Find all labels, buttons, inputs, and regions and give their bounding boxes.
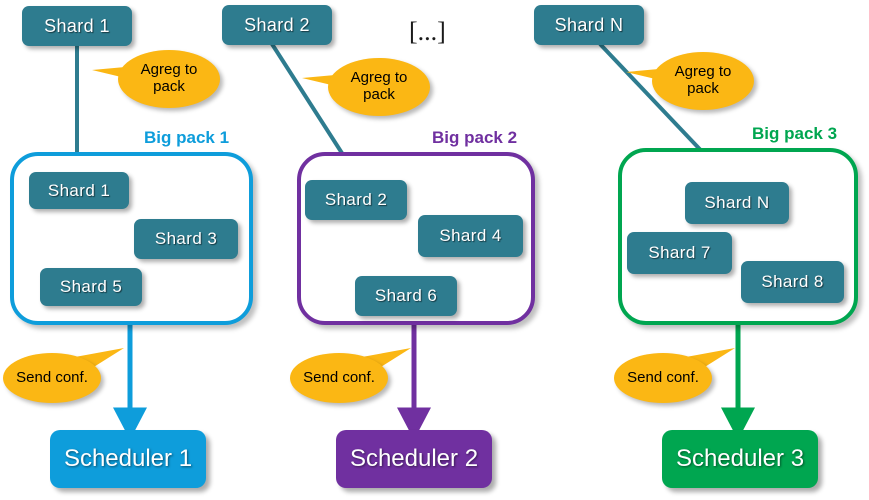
pack-1-shard-3-label: Shard 3 bbox=[154, 229, 218, 248]
pack-2-label: Big pack 2 bbox=[432, 128, 518, 147]
pack-2-shard-2[interactable]: Shard 2 bbox=[305, 180, 407, 220]
pack-3-shard-n-label: Shard N bbox=[704, 193, 770, 212]
pack-1-shard-5-label: Shard 5 bbox=[59, 277, 123, 296]
pack-3-label: Big pack 3 bbox=[752, 124, 838, 143]
agreg-callout-2-line1: Agreg to bbox=[350, 69, 408, 87]
ellipsis-marker: [...] bbox=[409, 17, 446, 46]
pack-2-shard-6[interactable]: Shard 6 bbox=[355, 276, 457, 316]
send-callout-1-label: Send conf. bbox=[16, 368, 88, 386]
agreg-callout-3: Agreg to pack bbox=[624, 52, 754, 112]
send-callout-3-label: Send conf. bbox=[627, 368, 699, 386]
pack-3-shard-8-label: Shard 8 bbox=[761, 272, 824, 291]
pack-3-shard-7-label: Shard 7 bbox=[648, 243, 711, 262]
send-callout-2-bubble: Send conf. bbox=[290, 353, 388, 403]
pack-1-label: Big pack 1 bbox=[144, 128, 230, 147]
pack-1-shard-1[interactable]: Shard 1 bbox=[29, 172, 129, 209]
send-callout-1: Send conf. bbox=[3, 345, 128, 405]
scheduler-2[interactable]: Scheduler 2 bbox=[336, 430, 492, 488]
pack-2-shard-4[interactable]: Shard 4 bbox=[418, 215, 523, 257]
top-shard-n[interactable]: Shard N bbox=[534, 5, 644, 45]
scheduler-3-label: Scheduler 3 bbox=[675, 445, 805, 472]
agreg-callout-3-bubble: Agreg to pack bbox=[652, 52, 754, 110]
top-shard-2[interactable]: Shard 2 bbox=[222, 5, 332, 45]
send-callout-2-label: Send conf. bbox=[303, 368, 375, 386]
send-callout-3: Send conf. bbox=[614, 345, 739, 405]
top-shard-1[interactable]: Shard 1 bbox=[22, 6, 132, 46]
send-callout-2: Send conf. bbox=[290, 345, 415, 405]
top-shard-n-label: Shard N bbox=[554, 14, 624, 35]
agreg-callout-1-line1: Agreg to bbox=[140, 61, 198, 79]
pack-3-shard-n[interactable]: Shard N bbox=[685, 182, 789, 224]
agreg-callout-2-bubble: Agreg to pack bbox=[328, 58, 430, 116]
scheduler-1[interactable]: Scheduler 1 bbox=[50, 430, 206, 488]
pack-2-shard-2-label: Shard 2 bbox=[324, 190, 388, 209]
pack-1-shard-5[interactable]: Shard 5 bbox=[40, 268, 142, 306]
pack-1-shard-1-label: Shard 1 bbox=[47, 180, 111, 200]
top-shard-1-label: Shard 1 bbox=[44, 15, 110, 36]
agreg-callout-3-line2: pack bbox=[687, 80, 719, 97]
pack-3-shard-8[interactable]: Shard 8 bbox=[741, 261, 844, 303]
scheduler-2-label: Scheduler 2 bbox=[349, 445, 479, 472]
agreg-callout-1-line2: pack bbox=[153, 78, 185, 95]
scheduler-1-label: Scheduler 1 bbox=[63, 445, 193, 472]
pack-1-shard-3[interactable]: Shard 3 bbox=[134, 219, 238, 259]
pack-2-shard-6-label: Shard 6 bbox=[374, 286, 438, 305]
send-callout-1-bubble: Send conf. bbox=[3, 353, 101, 403]
agreg-callout-2-line2: pack bbox=[363, 86, 395, 103]
agreg-callout-1-bubble: Agreg to pack bbox=[118, 50, 220, 108]
agreg-callout-1: Agreg to pack bbox=[90, 50, 220, 110]
pack-3-shard-7[interactable]: Shard 7 bbox=[627, 232, 732, 274]
top-shard-2-label: Shard 2 bbox=[244, 14, 310, 35]
agreg-callout-2: Agreg to pack bbox=[300, 58, 430, 118]
pack-2-shard-4-label: Shard 4 bbox=[439, 226, 502, 245]
send-callout-3-bubble: Send conf. bbox=[614, 353, 712, 403]
agreg-callout-3-line1: Agreg to bbox=[674, 63, 732, 81]
scheduler-3[interactable]: Scheduler 3 bbox=[662, 430, 818, 488]
